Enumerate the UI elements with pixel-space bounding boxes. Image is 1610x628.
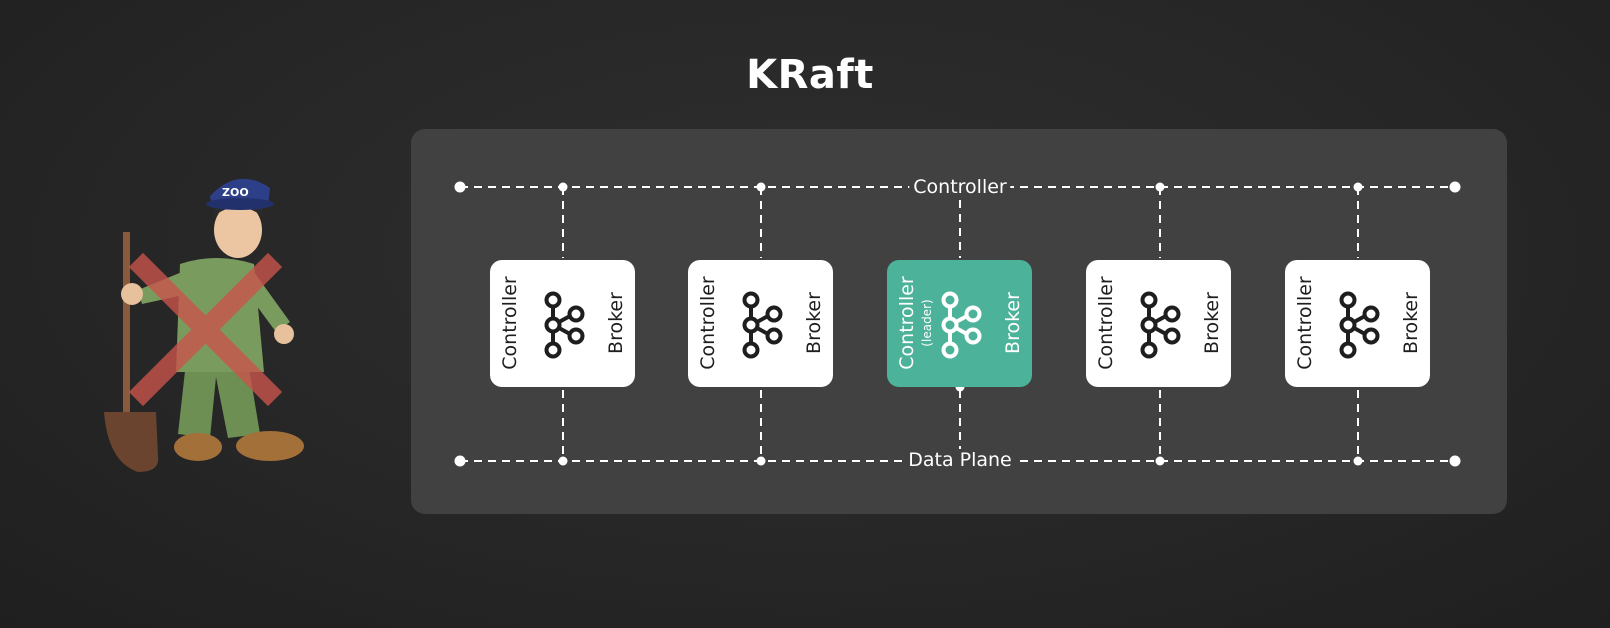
node-2: Controller Broker bbox=[688, 260, 833, 387]
node-broker-label: Broker bbox=[605, 292, 627, 354]
cross-icon bbox=[128, 252, 283, 407]
node-broker-label: Broker bbox=[803, 292, 825, 354]
node-controller-label: Controller bbox=[896, 276, 918, 370]
node-5: Controller Broker bbox=[1285, 260, 1430, 387]
node-controller-label: Controller bbox=[499, 276, 521, 370]
node-controller-label: Controller bbox=[697, 276, 719, 370]
kafka-icon bbox=[742, 291, 783, 359]
node-broker-label: Broker bbox=[1002, 292, 1024, 354]
shovel-blade bbox=[104, 412, 159, 472]
data-plane-line-label: Data Plane bbox=[904, 449, 1016, 471]
shovel-handle bbox=[123, 232, 130, 457]
node-3-leader: Controller (leader) Broker bbox=[887, 260, 1032, 387]
node-4: Controller Broker bbox=[1086, 260, 1231, 387]
controller-line-label: Controller bbox=[909, 176, 1011, 198]
slide-title: KRaft bbox=[746, 52, 874, 98]
kafka-icon bbox=[544, 291, 585, 359]
node-1: Controller Broker bbox=[490, 260, 635, 387]
cap-text: ZOO bbox=[222, 186, 249, 199]
node-controller-label: Controller bbox=[1095, 276, 1117, 370]
kafka-icon bbox=[941, 291, 982, 359]
kafka-icon bbox=[1140, 291, 1181, 359]
node-broker-label: Broker bbox=[1400, 292, 1422, 354]
node-broker-label: Broker bbox=[1201, 292, 1223, 354]
node-controller-label: Controller bbox=[1294, 276, 1316, 370]
node-leader-label: (leader) bbox=[920, 299, 934, 347]
kafka-icon bbox=[1339, 291, 1380, 359]
zookeeper-mascot: ZOO bbox=[104, 178, 304, 472]
